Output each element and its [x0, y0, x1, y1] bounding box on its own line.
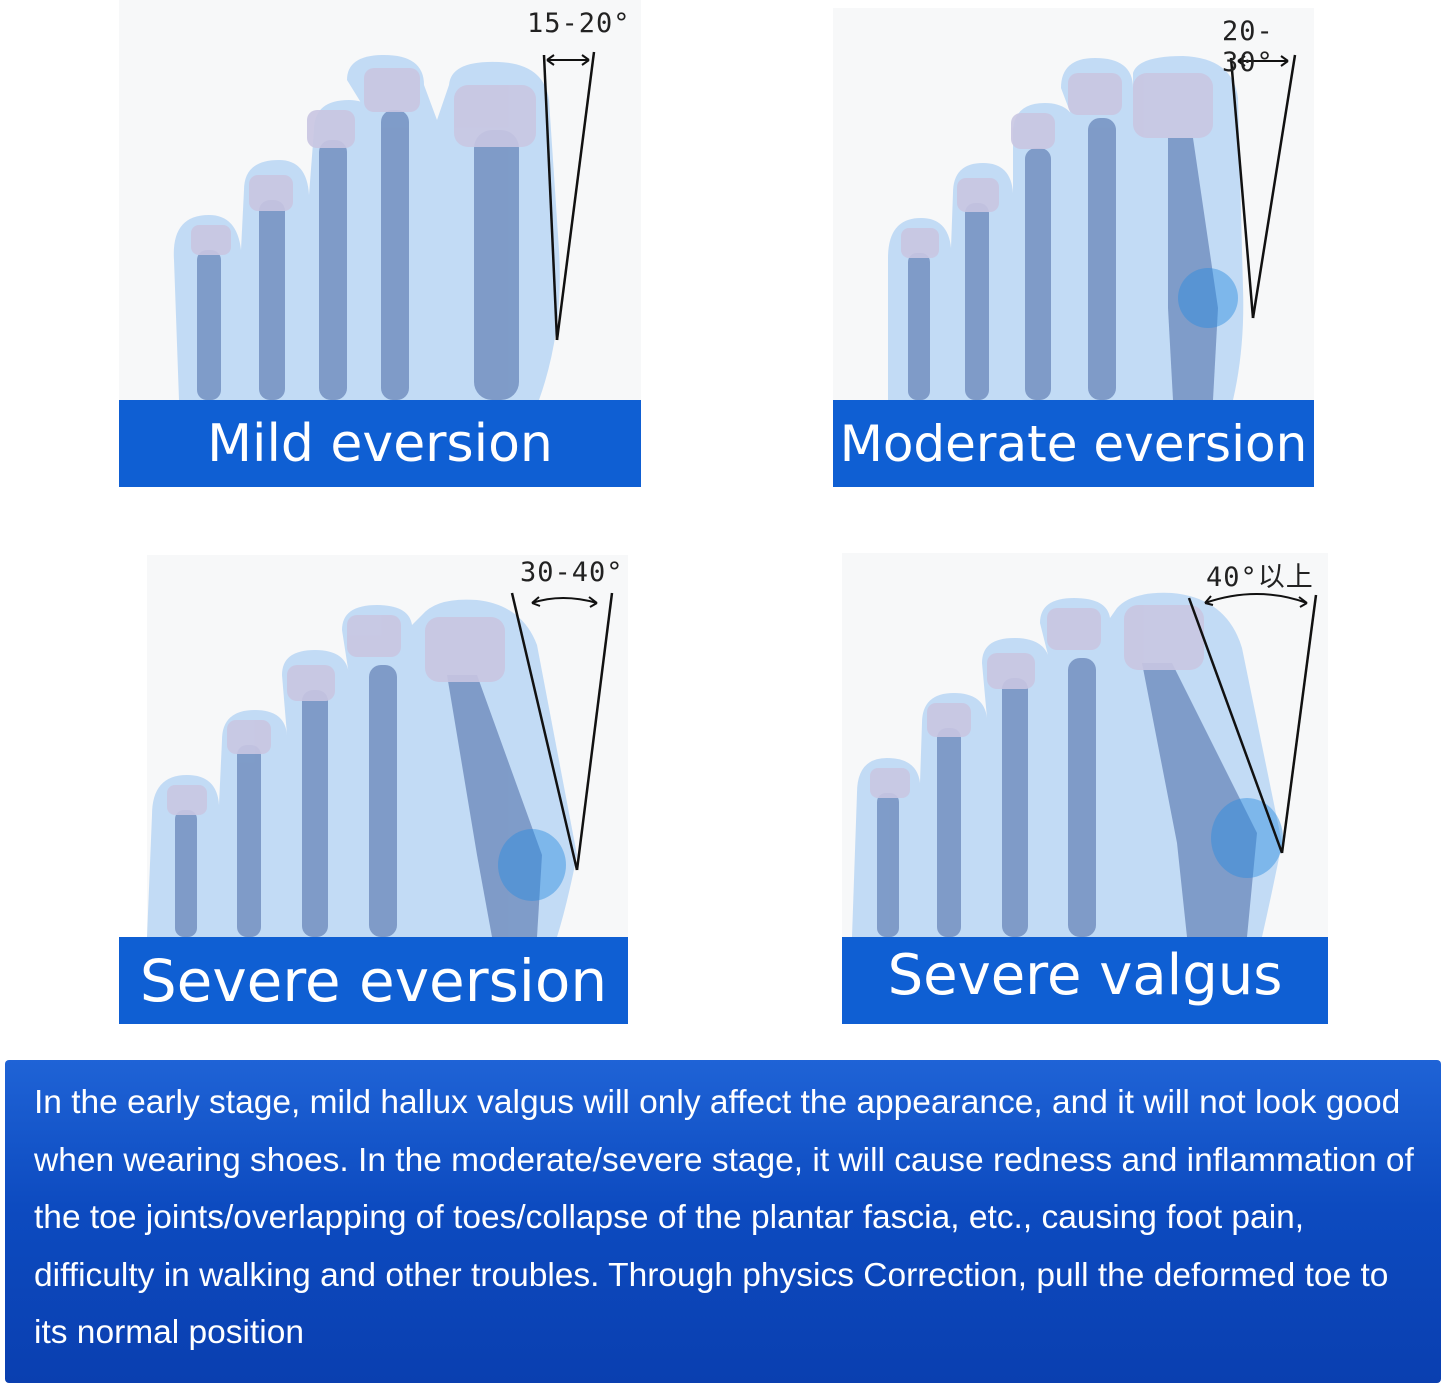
angle-label: 40°以上: [1206, 562, 1314, 593]
foot-skeleton-icon: [852, 592, 1318, 937]
description-box: In the early stage, mild hallux valgus w…: [5, 1060, 1441, 1383]
foot-skeleton-icon: [173, 51, 596, 400]
angle-label: 30-40°: [520, 557, 624, 588]
panel-severe-eversion: 30-40° Severe eversion: [119, 555, 628, 1024]
foot-xray-illustration: 15-20°: [119, 0, 641, 400]
foot-xray-illustration: 20-30°: [833, 8, 1314, 400]
description-text: In the early stage, mild hallux valgus w…: [34, 1084, 1414, 1351]
stage-caption: Severe valgus: [842, 937, 1328, 1024]
panel-mild-eversion: 15-20° Mild eversion: [119, 0, 641, 487]
angle-label: 15-20°: [527, 8, 631, 39]
stage-caption: Moderate eversion: [833, 400, 1314, 487]
foot-xray-illustration: 30-40°: [147, 555, 628, 937]
panel-severe-valgus: 40°以上 Severe valgus: [842, 553, 1328, 1024]
foot-xray-illustration: 40°以上: [842, 553, 1328, 937]
angle-label: 20-30°: [1222, 16, 1274, 78]
foot-skeleton-icon: [147, 592, 614, 937]
stage-caption: Mild eversion: [119, 400, 641, 487]
stage-caption: Severe eversion: [119, 937, 628, 1024]
panel-moderate-eversion: 20-30° Moderate eversion: [833, 8, 1314, 487]
foot-skeleton-icon: [888, 54, 1297, 400]
